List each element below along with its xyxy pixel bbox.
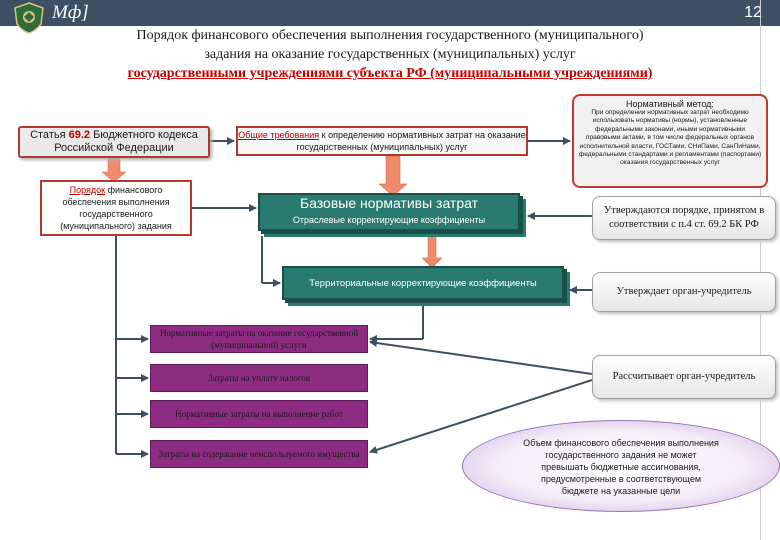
title-line-2: задания на оказание государственных (мун… xyxy=(204,47,576,62)
requirements-underlined: Общие требования xyxy=(238,130,320,140)
page-title: Порядок финансового обеспечения выполнен… xyxy=(40,26,740,64)
founder-approves-box: Утверждает орган-учредитель xyxy=(592,272,776,312)
article-number: 69.2 xyxy=(68,129,91,141)
arrow-r3-to-p1 xyxy=(369,339,593,375)
founder-calculates-box: Рассчитывает орган-учредитель xyxy=(592,355,776,399)
orange-arrow-art-to-order xyxy=(101,157,127,183)
article-suffix: Бюджетного кодекса Российской Федерации xyxy=(54,129,198,154)
cost-works-box: Нормативные затраты на выполнение работ xyxy=(150,400,368,428)
base-norms-title: Базовые нормативы затрат xyxy=(299,195,479,211)
header-bar xyxy=(0,0,780,26)
normative-method-box: Нормативный метод: При определении норма… xyxy=(572,94,768,188)
emblem-icon xyxy=(14,2,44,34)
orange-arrow-req-to-base xyxy=(378,155,408,197)
order-box: Порядок финансового обеспечения выполнен… xyxy=(40,180,192,236)
approval-order-box: Утверждаются порядке, принятом в соответ… xyxy=(592,196,776,240)
order-rest: финансового обеспечения выполнения госуд… xyxy=(60,185,172,231)
cost-property-box: Затраты на содержание неиспользуемого им… xyxy=(150,440,368,468)
article-prefix: Статья xyxy=(30,129,69,141)
base-norms-box: Базовые нормативы затрат Отраслевые корр… xyxy=(258,193,520,231)
article-box: Статья 69.2 Бюджетного кодекса Российско… xyxy=(18,126,210,158)
page-number: 12 xyxy=(744,4,762,21)
funding-limit-ellipse: Объем финансового обеспечения выполнения… xyxy=(462,420,780,512)
cost-services-box: Нормативные затраты на оказание государс… xyxy=(150,325,368,353)
right-divider xyxy=(760,0,761,540)
base-norms-subtitle: Отраслевые корректирующие коэффициенты xyxy=(292,215,486,225)
arrow-r3-to-p4 xyxy=(369,379,593,454)
requirements-rest: к определению нормативных затрат на оказ… xyxy=(296,130,526,152)
cost-taxes-box: Затраты на уплату налогов xyxy=(150,364,368,392)
title-line-1: Порядок финансового обеспечения выполнен… xyxy=(136,28,644,43)
logo-text: Мф] xyxy=(52,2,89,23)
territorial-coefficients-box: Территориальные корректирующие коэффицие… xyxy=(282,266,564,300)
requirements-box: Общие требования к определению нормативн… xyxy=(236,126,528,156)
method-title: Нормативный метод: xyxy=(626,99,714,109)
order-underlined: Порядок xyxy=(69,185,106,195)
title-line-3: государственными учреждениями субъекта Р… xyxy=(127,66,653,81)
method-body: При определении нормативных затрат необх… xyxy=(578,109,762,167)
